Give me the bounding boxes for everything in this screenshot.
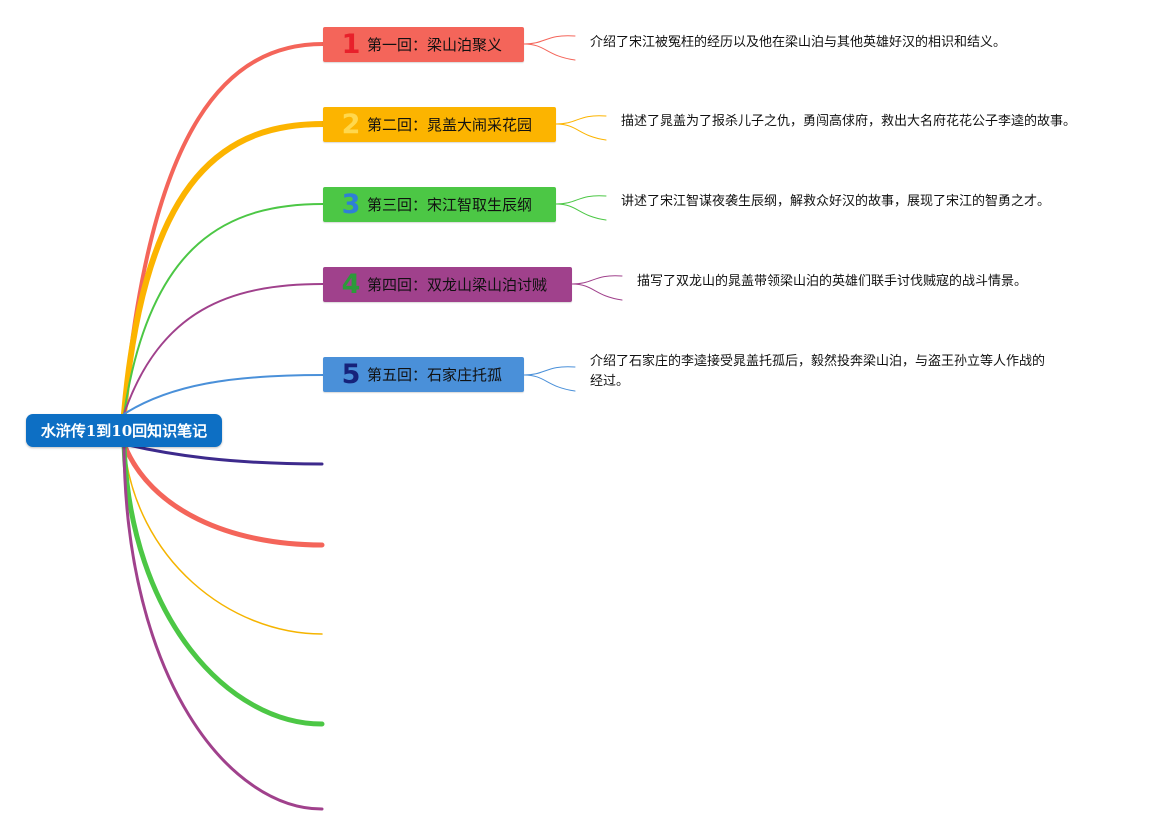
empty-branch-line <box>122 442 324 466</box>
number-3-icon: 3 <box>341 189 361 220</box>
note-line: 介绍了石家庄的李逵接受晁盖托孤后，毅然投奔梁山泊，与盗王孙立等人作战的 <box>590 354 1046 369</box>
note-connector-line <box>555 203 607 221</box>
topic-chapter-3[interactable]: 3 第三回：宋江智取生辰纲 <box>323 187 556 222</box>
topic-label: 第二回：晁盖大闹采花园 <box>367 116 533 134</box>
topic-chapter-4[interactable]: 4 第四回：双龙山梁山泊讨贼 <box>323 267 572 302</box>
topic-chapter-5[interactable]: 5 第五回：石家庄托孤 <box>323 357 524 392</box>
topic-chapter-1[interactable]: 1 第一回：梁山泊聚义 <box>323 27 524 62</box>
note-chapter-1: 介绍了宋江被冤枉的经历以及他在梁山泊与其他英雄好汉的相识和结义。 <box>590 35 1007 50</box>
note-chapter-5: 介绍了石家庄的李逵接受晁盖托孤后，毅然投奔梁山泊，与盗王孙立等人作战的 经过。 <box>590 352 1045 392</box>
note-connector-line <box>523 35 576 45</box>
number-5-icon: 5 <box>341 359 361 390</box>
empty-branch-line <box>123 443 323 635</box>
topic-connector-line <box>123 283 324 415</box>
topic-label: 第三回：宋江智取生辰纲 <box>367 196 533 214</box>
note-chapter-3: 讲述了宋江智谋夜袭生辰纲，解救众好汉的故事，展现了宋江的智勇之才。 <box>621 194 1051 209</box>
number-4-icon: 4 <box>341 269 361 300</box>
topic-connector-line <box>123 203 324 415</box>
note-connector-line <box>571 283 623 301</box>
number-1-icon: 1 <box>341 29 361 60</box>
note-connector-line <box>555 123 607 141</box>
root-topic[interactable]: 水浒传1到10回知识笔记 <box>26 414 222 447</box>
empty-branch-line <box>122 442 324 811</box>
topic-connector-line <box>121 121 326 417</box>
topic-connector-line <box>123 374 324 415</box>
topic-label: 第一回：梁山泊聚义 <box>367 36 503 54</box>
note-chapter-4: 描写了双龙山的晁盖带领梁山泊的英雄们联手讨伐贼寇的战斗情景。 <box>637 274 1028 289</box>
note-connector-line <box>555 115 607 125</box>
note-chapter-2: 描述了晁盖为了报杀儿子之仇，勇闯高俅府，救出大名府花花公子李逵的故事。 <box>621 114 1077 129</box>
note-line: 经过。 <box>590 374 630 389</box>
topic-label: 第五回：石家庄托孤 <box>367 366 503 384</box>
note-connector-line <box>571 275 623 285</box>
topic-chapter-2[interactable]: 2 第二回：晁盖大闹采花园 <box>323 107 556 142</box>
note-connector-line <box>523 366 576 376</box>
note-connector-line <box>555 195 607 205</box>
topic-label: 第四回：双龙山梁山泊讨贼 <box>367 276 548 294</box>
note-connector-line <box>523 43 576 61</box>
empty-branch-line <box>121 441 325 548</box>
root-topic-label: 水浒传1到10回知识笔记 <box>40 422 208 440</box>
empty-branch-line <box>121 441 325 727</box>
number-2-icon: 2 <box>341 109 361 140</box>
note-connector-line <box>523 374 576 392</box>
topic-connector-line <box>122 42 325 416</box>
